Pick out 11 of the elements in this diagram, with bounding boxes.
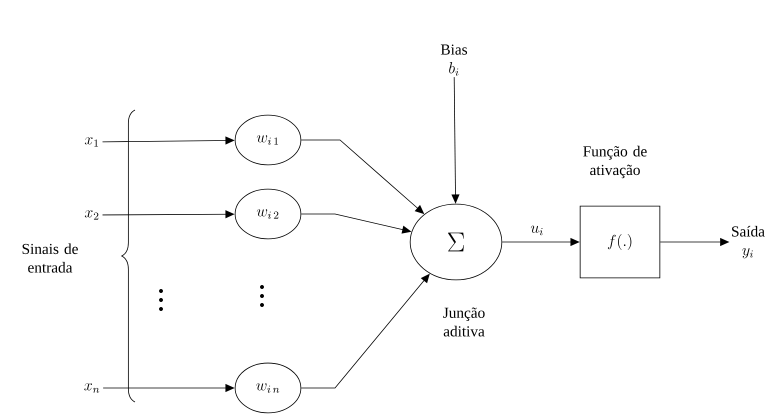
node-caption: Junção aditiva	[443, 307, 485, 336]
input-symbol: $x_n$	[84, 383, 100, 393]
bias-text: Bias $b_i$	[440, 44, 468, 76]
arrow	[300, 274, 430, 388]
output-text: Saída $y_i$	[732, 226, 765, 258]
input-symbol: $x_1$	[84, 137, 98, 147]
group-label: Sinais de entrada	[22, 243, 78, 273]
activation-box: Função de ativação $f(.)$	[580, 146, 660, 278]
input-symbol: $x_2$	[84, 210, 98, 220]
edge-label: $u_i$	[529, 224, 546, 236]
node-label: Função de ativação	[583, 146, 647, 178]
